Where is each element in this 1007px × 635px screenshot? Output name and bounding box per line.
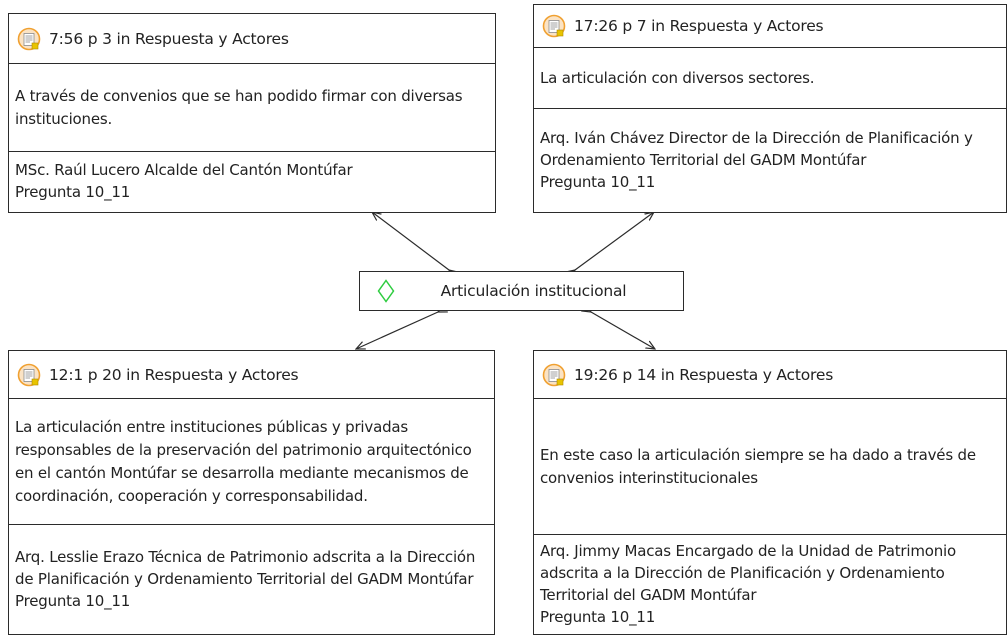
- quotation-text: La articulación con diversos sectores.: [534, 48, 1006, 109]
- quotation-text-content: La articulación entre instituciones públ…: [15, 417, 472, 505]
- quotation-header: 7:56 p 3 in Respuesta y Actores: [9, 14, 495, 64]
- quotation-text: En este caso la articulación siempre se …: [534, 399, 1006, 535]
- code-diamond-icon: [377, 279, 395, 303]
- link-q1-code: [372, 212, 449, 270]
- quotation-title: 17:26 p 7 in Respuesta y Actores: [574, 17, 824, 35]
- quotation-comment: Arq. Lesslie Erazo Técnica de Patrimonio…: [9, 523, 494, 634]
- quotation-header: 17:26 p 7 in Respuesta y Actores: [534, 5, 1006, 48]
- quotation-document-icon: [17, 363, 41, 386]
- quotation-question: Pregunta 10_11: [540, 172, 656, 191]
- quotation-document-icon: [542, 363, 566, 386]
- quotation-card-q2[interactable]: 17:26 p 7 in Respuesta y Actores La arti…: [533, 4, 1007, 213]
- quotation-comment: Arq. Iván Chávez Director de la Direcció…: [534, 107, 1006, 212]
- quotation-text-content: En este caso la articulación siempre se …: [540, 445, 976, 487]
- quotation-comment: MSc. Raúl Lucero Alcalde del Cantón Mont…: [9, 150, 495, 212]
- quotation-author: MSc. Raúl Lucero Alcalde del Cantón Mont…: [15, 161, 353, 179]
- quotation-text: La articulación entre instituciones públ…: [9, 399, 494, 525]
- quotation-author: Arq. Iván Chávez Director de la Direcció…: [540, 128, 973, 169]
- quotation-question: Pregunta 10_11: [540, 607, 656, 626]
- quotation-title: 7:56 p 3 in Respuesta y Actores: [49, 29, 289, 48]
- quotation-card-q3[interactable]: 12:1 p 20 in Respuesta y Actores La arti…: [8, 350, 495, 635]
- quotation-author: Arq. Lesslie Erazo Técnica de Patrimonio…: [15, 547, 476, 588]
- quotation-question: Pregunta 10_11: [15, 591, 131, 610]
- quotation-title: 12:1 p 20 in Respuesta y Actores: [49, 365, 299, 384]
- quotation-document-icon: [542, 14, 566, 38]
- quotation-text-content: A través de convenios que se han podido …: [15, 86, 463, 128]
- link-q2-code: [575, 212, 654, 270]
- quotation-text: A través de convenios que se han podido …: [9, 64, 495, 152]
- quotation-card-q1[interactable]: 7:56 p 3 in Respuesta y Actores A través…: [8, 13, 496, 213]
- quotation-header: 19:26 p 14 in Respuesta y Actores: [534, 351, 1006, 399]
- quotation-text-content: La articulación con diversos sectores.: [540, 68, 815, 87]
- quotation-author: Arq. Jimmy Macas Encargado de la Unidad …: [540, 541, 956, 604]
- quotation-question: Pregunta 10_11: [15, 183, 131, 201]
- quotation-card-q4[interactable]: 19:26 p 14 in Respuesta y Actores En est…: [533, 350, 1007, 635]
- code-label: Articulación institucional: [440, 282, 627, 300]
- link-q4-code: [591, 312, 655, 349]
- quotation-header: 12:1 p 20 in Respuesta y Actores: [9, 351, 494, 399]
- quotation-comment: Arq. Jimmy Macas Encargado de la Unidad …: [534, 533, 1006, 634]
- quotation-title: 19:26 p 14 in Respuesta y Actores: [574, 365, 834, 384]
- code-node-articulacion[interactable]: Articulación institucional: [359, 271, 684, 311]
- link-q3-code: [356, 312, 438, 349]
- quotation-document-icon: [17, 27, 41, 50]
